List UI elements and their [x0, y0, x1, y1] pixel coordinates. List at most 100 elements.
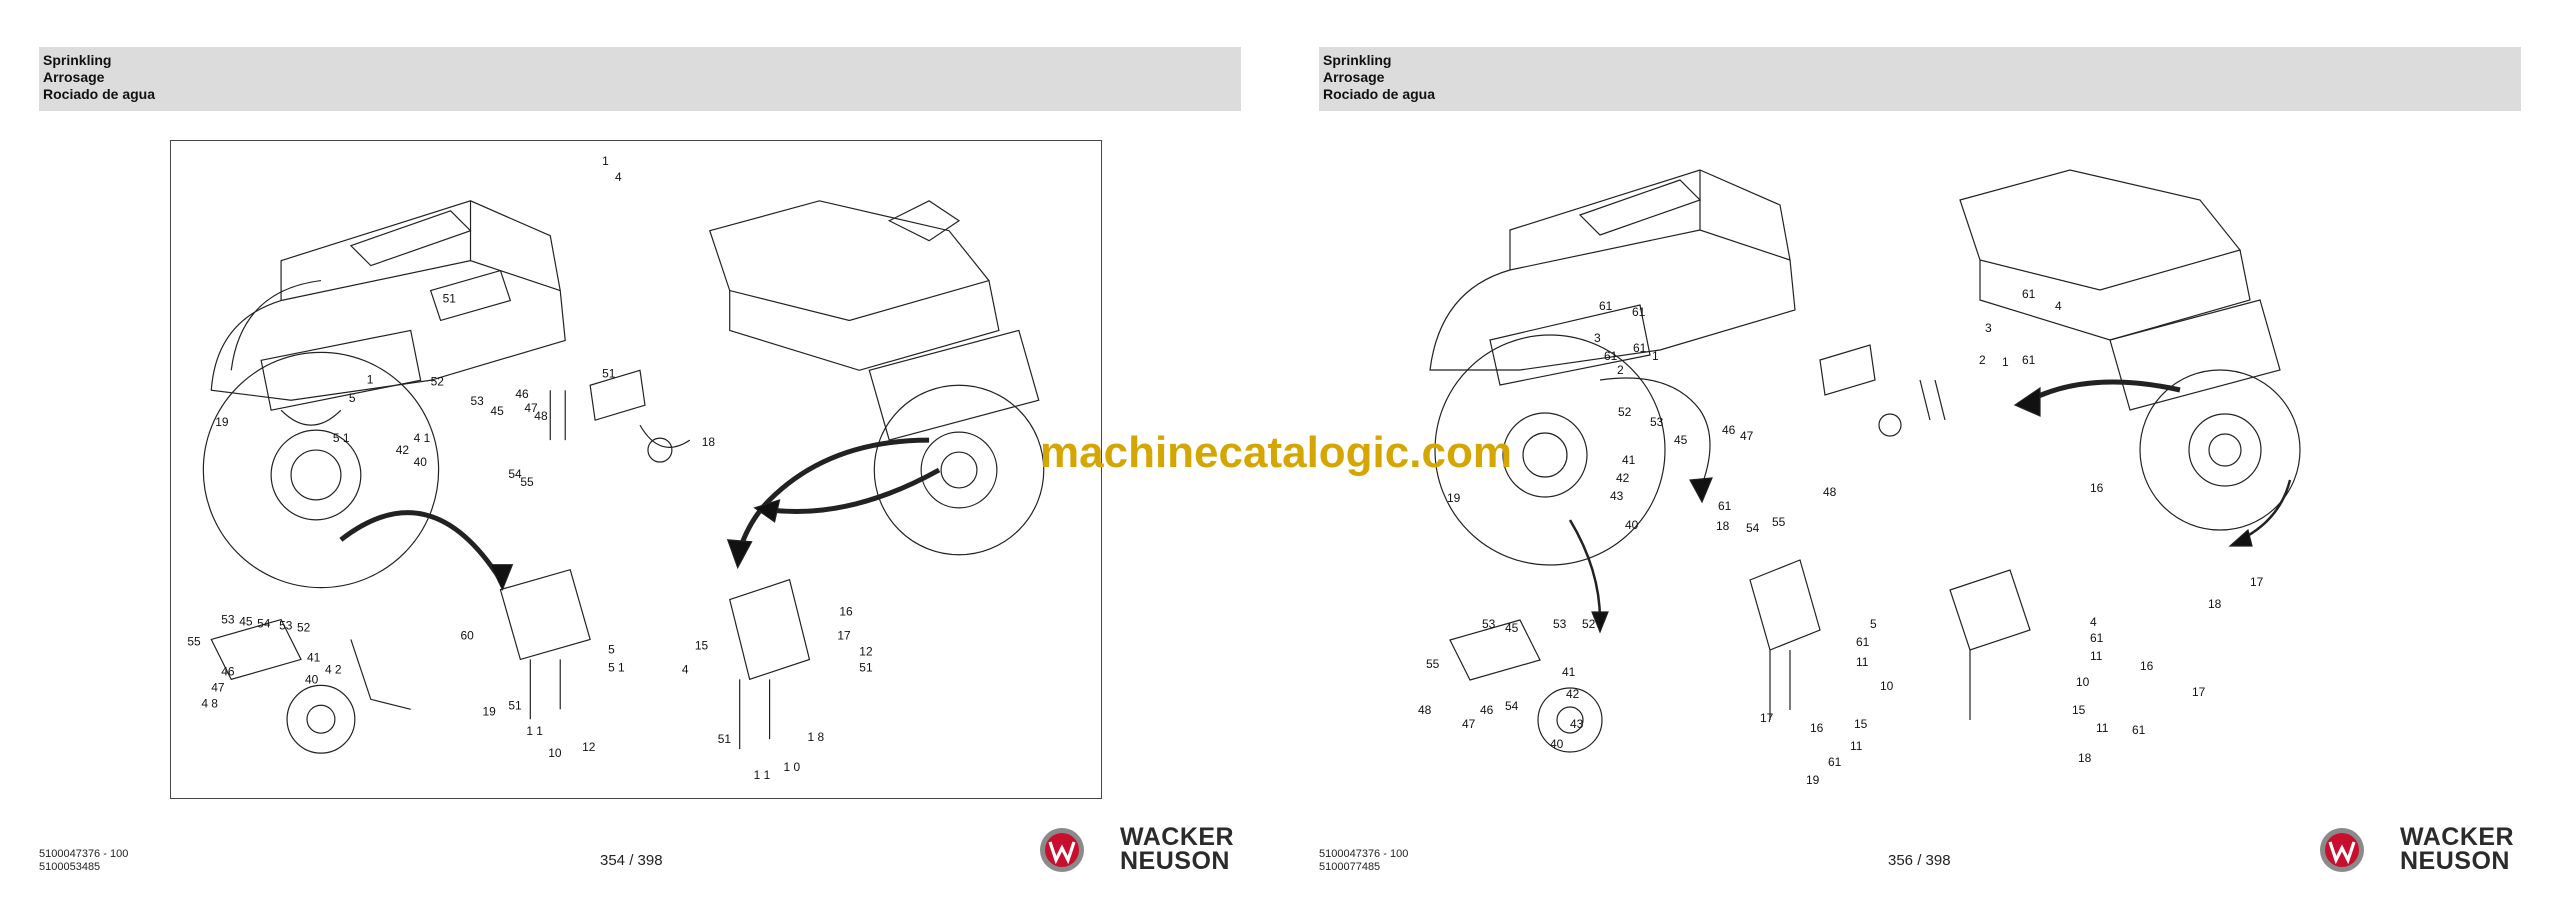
callout-label: 52: [1582, 617, 1596, 631]
callout-label: 17: [1760, 711, 1774, 725]
callout-label: 41: [1622, 453, 1636, 467]
callout-label: 61: [2090, 631, 2104, 645]
site-watermark: machinecatalogic.com: [1040, 428, 1512, 477]
callout-label: 18: [1716, 519, 1730, 533]
exploded-parts-diagram: 1 4 51 5 1 51 19 5 1 52 53 46 47 48 45 4…: [170, 140, 1102, 799]
callout-label: 15: [2072, 703, 2086, 717]
callout-label: 52: [297, 621, 311, 635]
header-title-es: Rociado de agua: [43, 86, 156, 102]
callout-label: 17: [837, 628, 851, 642]
callout-label: 54: [1746, 521, 1760, 535]
sub-number: 5100053485: [39, 861, 101, 873]
callout-label: 18: [2208, 597, 2222, 611]
page-number: 356 / 398: [1888, 852, 1951, 869]
callout-label: 4: [682, 662, 689, 676]
callout-label: 4: [2090, 615, 2097, 629]
callout-label: 54: [1505, 699, 1519, 713]
callout-label: 4 2: [325, 662, 342, 676]
callout-label: 18: [2078, 751, 2092, 765]
callout-label: 46: [1480, 703, 1494, 717]
callout-label: 19: [215, 415, 229, 429]
parts-drawing: 1 4 51 5 1 51 19 5 1 52 53 46 47 48 45 4…: [187, 154, 1045, 782]
callout-label: 43: [1570, 717, 1584, 731]
callout-label: 47: [211, 680, 225, 694]
callout-label: 15: [1854, 717, 1868, 731]
callout-label: 55: [520, 475, 534, 489]
callout-label: 1 8: [807, 730, 824, 744]
callout-label: 10: [2076, 675, 2090, 689]
callout-label: 42: [396, 443, 410, 457]
header-title-en: Sprinkling: [43, 52, 112, 68]
callout-label: 4 1: [414, 431, 431, 445]
callout-label: 10: [548, 746, 562, 760]
callout-label: 47: [1740, 429, 1754, 443]
callout-label: 41: [307, 650, 321, 664]
callout-label: 11: [1850, 739, 1863, 753]
parts-drawing: 61 61 3 61 61 1 2 4 3 2 1 61 61 19 52 53…: [1418, 169, 2301, 787]
callout-label: 4: [615, 170, 622, 184]
callout-label: 4 8: [201, 696, 218, 710]
callout-label: 5 1: [608, 660, 625, 674]
wacker-neuson-logo-icon: [1040, 828, 1084, 872]
page-number: 354 / 398: [600, 852, 663, 869]
callout-label: 51: [718, 732, 732, 746]
callout-label: 3: [1594, 331, 1601, 345]
callout-label: 52: [431, 374, 445, 388]
callout-label: 52: [1618, 405, 1632, 419]
callout-label: 53: [1553, 617, 1567, 631]
callout-label: 51: [859, 660, 873, 674]
header-title-en: Sprinkling: [1323, 52, 1392, 68]
callout-label: 16: [2090, 481, 2104, 495]
callout-label: 1: [602, 154, 609, 168]
callout-label: 61: [1632, 305, 1646, 319]
callout-label: 4: [2055, 299, 2062, 313]
left-page: Sprinkling Arrosage Rociado de agua: [39, 47, 1241, 874]
callout-label: 53: [221, 613, 235, 627]
callout-label: 47: [524, 401, 538, 415]
callout-label: 11: [1856, 655, 1869, 669]
callout-label: 1 1: [754, 768, 771, 782]
callout-label: 55: [187, 634, 201, 648]
callout-label: 1: [1652, 349, 1659, 363]
callout-label: 51: [443, 292, 457, 306]
callout-label: 17: [2192, 685, 2206, 699]
page-header: Sprinkling Arrosage Rociado de agua: [1319, 47, 2521, 111]
callout-label: 42: [1566, 687, 1580, 701]
callout-label: 11: [2096, 721, 2109, 735]
callout-label: 48: [534, 409, 548, 423]
callout-label: 53: [471, 394, 485, 408]
callout-label: 48: [1418, 703, 1432, 717]
callout-label: 61: [2132, 723, 2146, 737]
callout-label: 55: [1772, 515, 1786, 529]
callout-label: 1: [367, 372, 374, 386]
wacker-neuson-logo-icon: [2320, 828, 2364, 872]
callout-label: 55: [1426, 657, 1440, 671]
callout-label: 61: [1599, 299, 1613, 313]
callout-label: 40: [414, 455, 428, 469]
callout-label: 12: [582, 740, 596, 754]
header-title-fr: Arrosage: [43, 69, 105, 85]
brand-logo-text: WACKER NEUSON: [2400, 825, 2514, 875]
header-title-fr: Arrosage: [1323, 69, 1385, 85]
callout-label: 5: [349, 391, 356, 405]
doc-number: 5100047376 - 100: [39, 848, 129, 860]
callout-label: 61: [1633, 341, 1647, 355]
callout-label: 1 0: [784, 760, 801, 774]
callout-label: 54: [508, 467, 522, 481]
callout-label: 46: [221, 664, 235, 678]
callout-label: 19: [1806, 773, 1820, 787]
callout-label: 47: [1462, 717, 1476, 731]
callout-label: 51: [508, 698, 522, 712]
document-codes: 5100047376 - 100 5100053485: [39, 848, 128, 874]
callout-label: 53: [1482, 617, 1496, 631]
callout-label: 16: [2140, 659, 2154, 673]
document-codes: 5100047376 - 100 5100077485: [1319, 848, 1408, 874]
header-title-es: Rociado de agua: [1323, 86, 1436, 102]
callout-label: 10: [1880, 679, 1894, 693]
callout-label: 61: [2022, 353, 2036, 367]
callout-label: 15: [695, 638, 709, 652]
callout-label: 5: [1870, 617, 1877, 631]
callout-label: 3: [1985, 321, 1992, 335]
callout-label: 46: [1722, 423, 1736, 437]
brand-line-2: NEUSON: [2400, 847, 2510, 875]
